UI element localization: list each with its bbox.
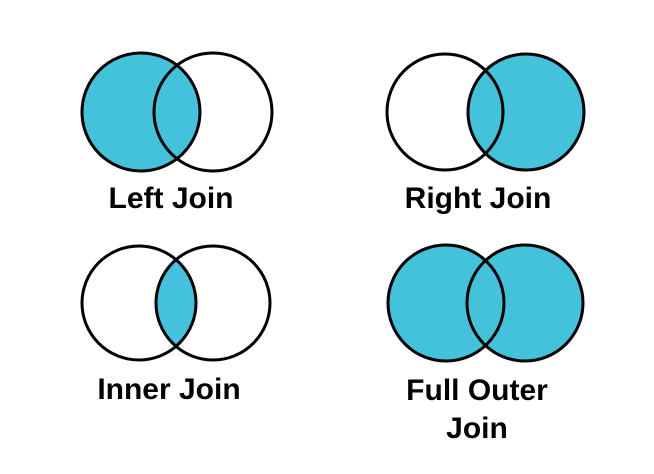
left-circle-outline	[386, 243, 506, 363]
overlap-fill	[156, 246, 196, 360]
venn-right-join	[327, 0, 654, 237]
left-circle-outline	[80, 244, 198, 362]
venn-inner-join	[0, 237, 327, 474]
left-circle-outline	[80, 51, 202, 173]
right-set-fill	[468, 54, 584, 170]
left-set-fill	[82, 53, 200, 171]
venn-svg	[80, 244, 272, 362]
label-full-outer-join: Full Outer Join	[406, 374, 548, 445]
venn-svg	[386, 243, 585, 363]
right-circle-outline	[465, 243, 585, 363]
venn-left-join	[0, 0, 327, 237]
right-circle-outline	[154, 244, 272, 362]
right-circle-outline	[466, 52, 586, 172]
venn-svg	[80, 51, 274, 173]
label-inner-join: Inner Join	[97, 373, 241, 406]
label-left-join: Left Join	[108, 182, 234, 215]
right-circle-outline	[152, 51, 274, 173]
venn-full-outer-join	[327, 237, 654, 474]
venn-svg	[385, 52, 586, 172]
label-right-join: Right Join	[404, 182, 552, 215]
left-circle-outline	[385, 52, 505, 172]
